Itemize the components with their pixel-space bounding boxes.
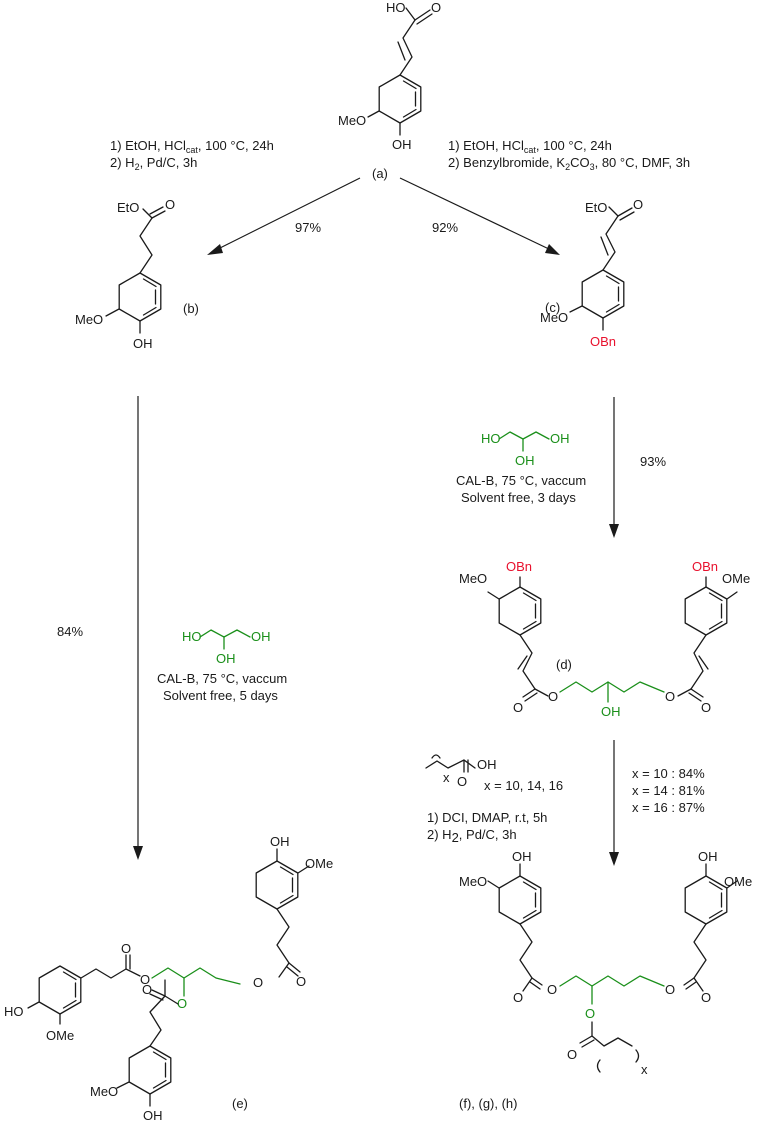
svg-text:O: O [585,1006,595,1021]
svg-text:x: x [641,1062,648,1077]
svg-text:EtO: EtO [585,200,607,215]
svg-text:MeO: MeO [459,874,487,889]
svg-text:OH: OH [550,431,570,446]
svg-text:OH: OH [601,704,621,719]
svg-text:O: O [142,982,152,997]
svg-text:OH: OH [251,629,271,644]
svg-text:OH: OH [270,834,290,849]
arrow-a-to-c [399,177,560,255]
svg-text:HO: HO [182,629,202,644]
svg-text:MeO: MeO [459,571,487,586]
yield-a-to-c: 92% [432,220,458,235]
svg-text:MeO: MeO [90,1084,118,1099]
svg-text:OH: OH [698,849,718,864]
glycerol-b-to-e: HO OH OH [182,629,271,666]
svg-text:OH: OH [512,849,532,864]
svg-text:x = 14 : 81%: x = 14 : 81% [632,783,705,798]
svg-text:O: O [513,700,523,715]
svg-text:CAL-B, 75 °C, vaccum: CAL-B, 75 °C, vaccum [456,473,586,488]
svg-text:Solvent free, 5 days: Solvent free, 5 days [163,688,278,703]
svg-text:1) EtOH, HClcat, 100 °C, 24h: 1) EtOH, HClcat, 100 °C, 24h [110,138,274,155]
svg-text:OBn: OBn [692,559,718,574]
svg-text:OBn: OBn [506,559,532,574]
conditions-a-to-c: 1) EtOH, HClcat, 100 °C, 24h 2) Benzylbr… [448,138,690,172]
svg-text:MeO: MeO [540,310,568,325]
svg-text:O: O [547,982,557,997]
arrow-c-to-d [609,397,619,538]
label-a: (a) [372,166,388,181]
svg-text:OMe: OMe [305,856,333,871]
svg-text:OH: OH [143,1108,163,1123]
svg-text:O: O [165,197,175,212]
fatty-acid: O OH x [425,754,497,789]
svg-text:O: O [665,982,675,997]
svg-text:O: O [701,700,711,715]
arrow-a-to-b [207,177,361,255]
svg-text:x = 10, 14, 16: x = 10, 14, 16 [484,778,563,793]
svg-text:2) Benzylbromide, K2CO3, 80 °C: 2) Benzylbromide, K2CO3, 80 °C, DMF, 3h [448,155,690,172]
label-c: (c) [545,300,560,315]
svg-text:Solvent free, 3 days: Solvent free, 3 days [461,490,576,505]
conditions-a-to-b: 1) EtOH, HClcat, 100 °C, 24h 2) H2, Pd/C… [110,138,274,172]
atom-OH: OH [392,137,412,152]
svg-text:OH: OH [515,453,535,468]
arrow-d-to-fgh [609,740,619,866]
atom-HO: HO [386,0,406,15]
svg-text:O: O [296,974,306,989]
svg-text:O: O [665,689,675,704]
svg-text:OMe: OMe [46,1028,74,1043]
yield-b-to-e: 84% [57,624,83,639]
compound-a: HO O MeO OH (a) [338,0,441,181]
label-d: (d) [556,657,572,672]
atom-OBn: OBn [590,334,616,349]
svg-text:1) DCI, DMAP, r.t, 5h: 1) DCI, DMAP, r.t, 5h [427,810,547,825]
compound-e: OH OMe O O HO OMe O O O O MeO OH [4,834,333,1123]
svg-text:O: O [513,990,523,1005]
svg-text:O: O [140,972,150,987]
label-fgh: (f), (g), (h) [459,1096,518,1111]
svg-text:OMe: OMe [722,571,750,586]
svg-text:O: O [701,990,711,1005]
svg-text:EtO: EtO [117,200,139,215]
svg-text:HO: HO [481,431,501,446]
svg-text:CAL-B, 75 °C, vaccum: CAL-B, 75 °C, vaccum [157,671,287,686]
compound-fgh: OH MeO O O OH OMe O O O O x (f), (g), (h… [459,849,752,1111]
arrow-b-to-e [133,396,143,860]
compound-d: OBn MeO O O OBn OMe O O OH (d) [459,559,750,719]
svg-text:O: O [567,1047,577,1062]
yields-d-to-fgh: x = 10 : 84% x = 14 : 81% x = 16 : 87% [632,766,705,815]
svg-text:O: O [177,996,187,1011]
yield-c-to-d: 93% [640,454,666,469]
svg-text:O: O [253,975,263,990]
svg-text:HO: HO [4,1004,24,1019]
svg-text:x = 10 : 84%: x = 10 : 84% [632,766,705,781]
glycerol-c-to-d: HO OH OH [481,431,570,468]
label-e: (e) [232,1096,248,1111]
svg-text:MeO: MeO [75,312,103,327]
svg-text:O: O [121,941,131,956]
svg-text:OMe: OMe [724,874,752,889]
compound-b: EtO O MeO OH (b) [75,197,199,351]
atom-O: O [431,0,441,15]
label-b: (b) [183,301,199,316]
svg-text:OH: OH [216,651,236,666]
svg-text:O: O [548,689,558,704]
svg-text:OH: OH [133,336,153,351]
svg-text:x = 16 : 87%: x = 16 : 87% [632,800,705,815]
svg-text:O: O [457,774,467,789]
svg-text:1) EtOH, HClcat, 100 °C, 24h: 1) EtOH, HClcat, 100 °C, 24h [448,138,612,155]
svg-text:O: O [633,197,643,212]
svg-text:2) H2, Pd/C, 3h: 2) H2, Pd/C, 3h [427,827,517,845]
svg-text:x: x [443,770,450,785]
atom-MeO: MeO [338,113,366,128]
svg-text:OH: OH [477,757,497,772]
compound-c: EtO O MeO OBn (c) [540,197,643,349]
yield-a-to-b: 97% [295,220,321,235]
svg-text:2) H2, Pd/C, 3h: 2) H2, Pd/C, 3h [110,155,197,172]
